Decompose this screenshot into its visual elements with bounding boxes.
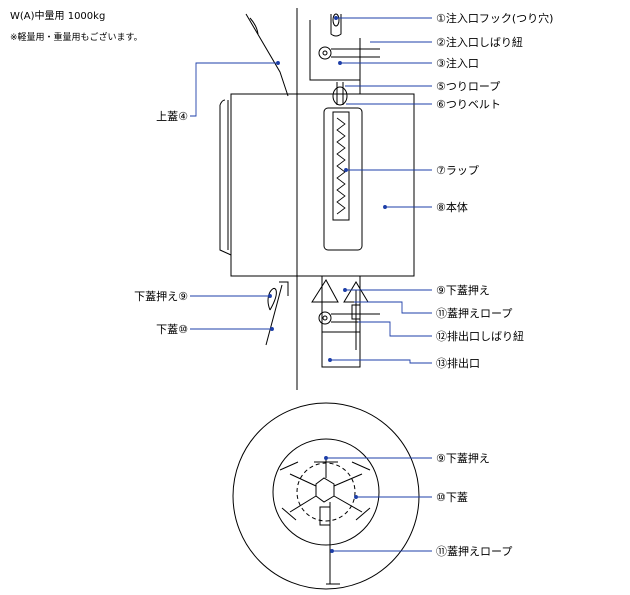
label-bottom-lower-lid: ⑩下蓋	[436, 491, 468, 504]
inlet-hook	[330, 14, 342, 37]
label-lid-press-rope: ⑪蓋押えロープ	[436, 307, 513, 320]
inlet-tie-circle	[318, 46, 332, 60]
label-inlet: ③注入口	[436, 57, 479, 70]
label-lifting-belt: ⑥つりベルト	[436, 98, 501, 111]
label-main-body: ⑧本体	[436, 201, 468, 214]
outlet	[321, 331, 361, 368]
page-title: W(A)中量用 1000kg	[10, 11, 106, 22]
label-bottom-lower-lid-press: ⑨下蓋押え	[436, 452, 490, 465]
hex-center	[315, 477, 335, 503]
lower-lid-left	[265, 284, 283, 346]
label-upper-lid: 上蓋④	[156, 110, 188, 123]
main-body	[230, 93, 415, 277]
label-lower-lid: 下蓋⑩	[156, 323, 188, 336]
bottom-inner-circle	[272, 438, 380, 546]
label-lower-lid-press: ⑨下蓋押え	[436, 284, 490, 297]
lower-lid-press	[311, 279, 339, 303]
page-note: ※軽量用・重量用もございます。	[10, 33, 143, 43]
label-wrap: ⑦ラップ	[436, 164, 479, 177]
lifting-rope	[332, 86, 348, 106]
bottom-outer-circle	[232, 402, 420, 590]
label-lower-lid-press-left: 下蓋押え⑨	[134, 290, 188, 303]
label-inlet-hook: ①注入口フック(つり穴)	[436, 12, 554, 25]
label-lifting-rope: ⑤つりロープ	[436, 80, 501, 93]
label-inlet-tie: ②注入口しばり紐	[436, 36, 523, 49]
label-bottom-lid-press-rope: ⑪蓋押えロープ	[436, 545, 513, 558]
label-outlet: ⑬排出口	[436, 357, 480, 370]
upper-lid	[245, 13, 289, 97]
label-outlet-tie: ⑫排出口しばり紐	[436, 330, 524, 343]
lifting-belt	[323, 107, 363, 251]
inlet-outline	[309, 20, 361, 94]
